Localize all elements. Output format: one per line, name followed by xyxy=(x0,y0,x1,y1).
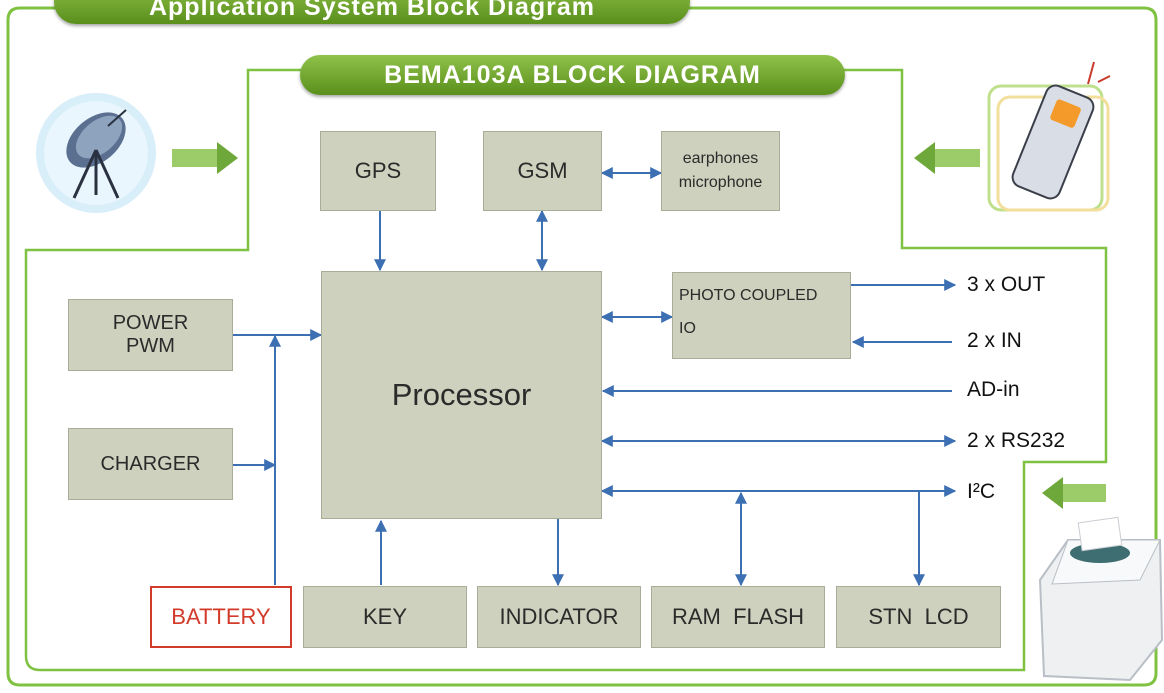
mobile-phone-icon xyxy=(987,61,1111,212)
gps-label: GPS xyxy=(354,158,402,184)
processor-block: Processor xyxy=(321,271,602,519)
rs232-label: 2 x RS232 xyxy=(967,429,1066,452)
indicator-block: INDICATOR xyxy=(477,586,641,648)
ram-flash-block: RAM FLASH xyxy=(651,586,825,648)
battery-block: BATTERY xyxy=(150,586,292,648)
microphone-label: microphone xyxy=(678,174,763,191)
charger-block: CHARGER xyxy=(68,428,233,500)
out-label: 3 x OUT xyxy=(967,273,1046,296)
stn-lcd-block: STN LCD xyxy=(836,586,1001,648)
power-label: POWER xyxy=(112,312,189,334)
inner-title-banner: BEMA103A BLOCK DIAGRAM xyxy=(300,55,845,95)
outer-title-banner: Application System Block Diagram xyxy=(54,0,690,24)
battery-label: BATTERY xyxy=(171,604,271,630)
gps-block: GPS xyxy=(320,131,436,211)
green-arrow-left-top xyxy=(914,142,980,174)
i2c-label: I²C xyxy=(967,480,995,503)
gsm-block: GSM xyxy=(483,131,602,211)
power-pwm-block: POWER PWM xyxy=(68,299,233,371)
gsm-label: GSM xyxy=(517,158,568,184)
processor-label: Processor xyxy=(391,377,532,413)
photo-coupled-label: PHOTO COUPLED xyxy=(679,287,818,304)
pwm-label: PWM xyxy=(126,335,175,357)
key-label: KEY xyxy=(362,604,408,630)
inner-frame xyxy=(24,68,1108,672)
in-label: 2 x IN xyxy=(967,329,1022,352)
earphones-microphone-block: earphones microphone xyxy=(661,131,780,211)
adin-label: AD-in xyxy=(967,378,1020,401)
ram-flash-label: RAM FLASH xyxy=(671,604,805,630)
stn-lcd-label: STN LCD xyxy=(868,604,969,630)
indicator-label: INDICATOR xyxy=(499,604,619,630)
io-label: IO xyxy=(679,320,696,338)
outer-title: Application System Block Diagram xyxy=(148,0,595,21)
charger-label: CHARGER xyxy=(100,452,201,475)
satellite-dish-icon xyxy=(36,93,156,213)
green-arrow-right xyxy=(172,142,238,174)
outer-frame xyxy=(6,6,1158,687)
green-arrow-left-bottom xyxy=(1042,477,1106,509)
earphones-label: earphones xyxy=(682,149,759,167)
photo-coupled-io-block: PHOTO COUPLED IO xyxy=(672,272,851,359)
inner-title: BEMA103A BLOCK DIAGRAM xyxy=(384,60,761,89)
receipt-printer-icon xyxy=(1038,516,1164,682)
key-block: KEY xyxy=(303,586,467,648)
